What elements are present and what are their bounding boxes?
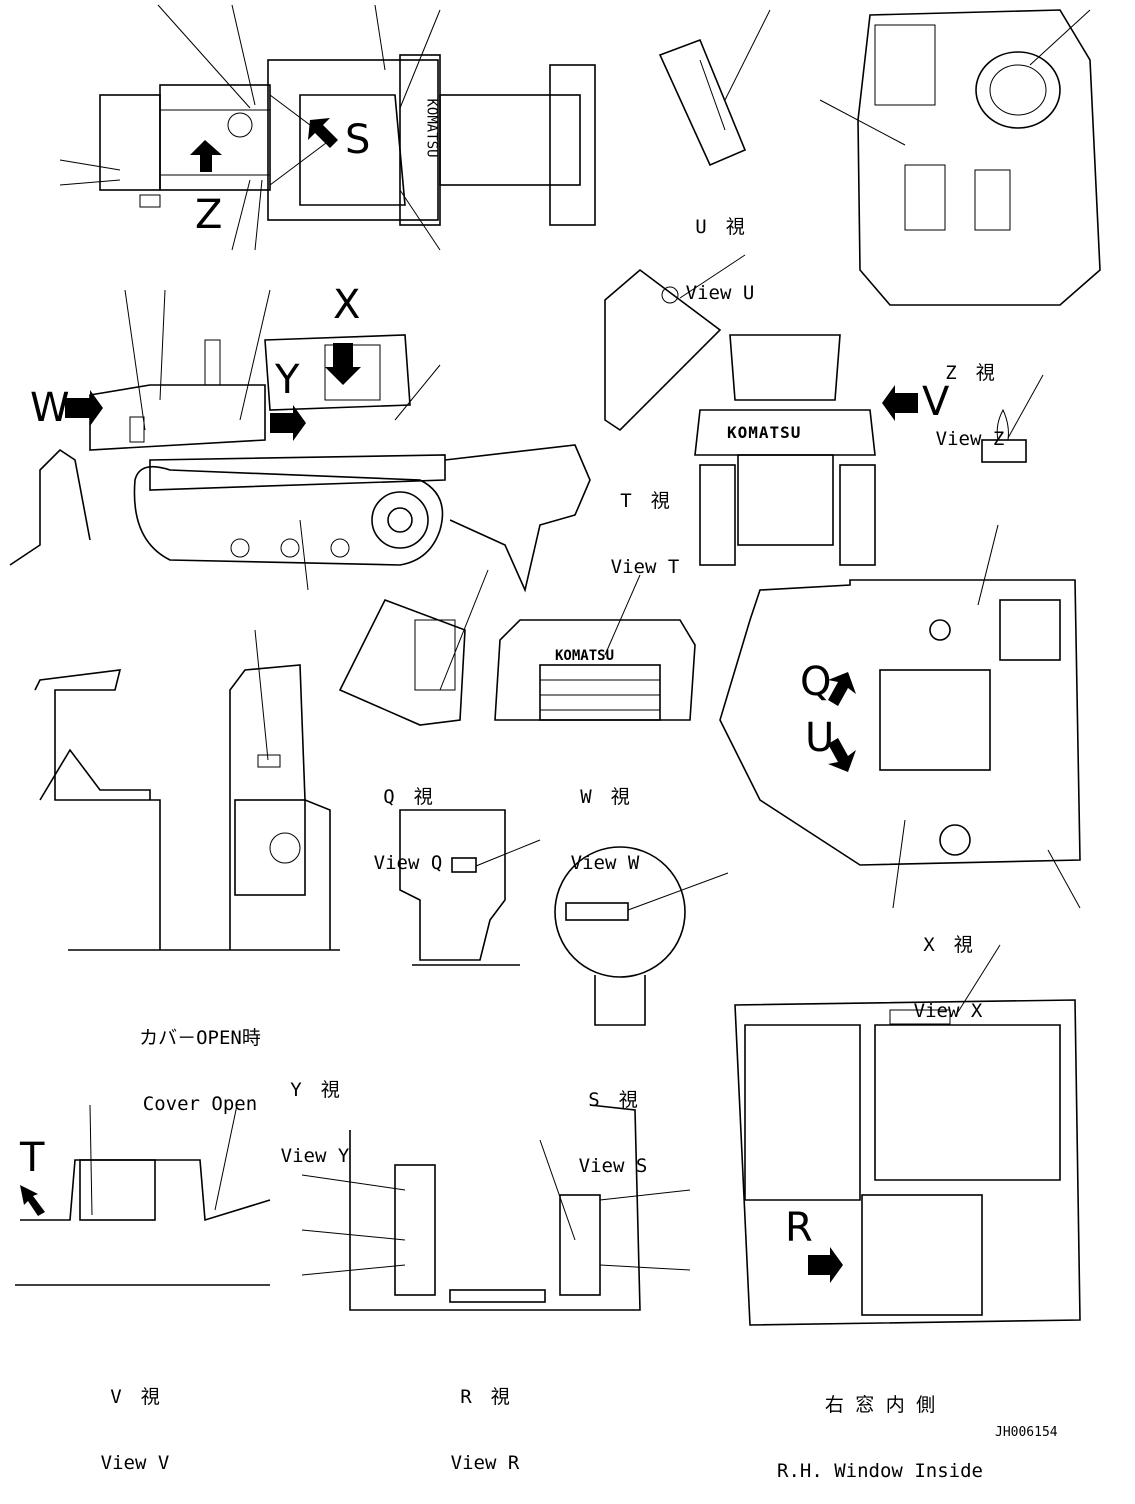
marker-s: S [345,117,371,163]
caption-view-t-jp: T 視 [620,490,670,512]
caption-view-u-jp: U 視 [695,216,745,238]
caption-view-x-en: View X [913,1000,983,1022]
brand-label-grille: KOMATSU [555,648,615,664]
caption-view-s-jp: S 視 [588,1089,638,1111]
marker-z: Z [195,192,223,238]
marker-x: X [333,282,361,328]
caption-view-r-en: View R [450,1452,520,1474]
caption-view-u: U 視 View U [670,172,770,326]
caption-view-w-jp: W 視 [580,786,630,808]
caption-view-x-jp: X 視 [923,934,973,956]
caption-view-y-en: View Y [280,1145,350,1167]
view-w-drawing [494,574,696,721]
view-q-drawing [338,569,489,726]
caption-view-t: T 視 View T [595,446,695,600]
caption-view-t-en: View T [610,556,680,578]
view-y-cover-open-drawing [34,629,340,951]
caption-view-u-en: View U [685,282,755,304]
view-v-drawing [694,334,918,566]
caption-view-q-jp: Q 視 [383,786,433,808]
view-s-drawing [554,846,729,1026]
line-drawing [9,4,1101,1326]
caption-rh-window-inside: 右 窓 内 側 R.H. Window Inside [760,1350,1000,1504]
brand-label-top: KOMATSU [423,98,440,158]
caption-view-y-jp: Y 視 [290,1079,340,1101]
rh-window-inside-drawing [734,944,1081,1326]
view-v-lower-drawing [15,1104,271,1286]
caption-view-w: W 視 View W [555,742,655,896]
caption-view-s: S 視 View S [563,1045,663,1199]
marker-r: R [785,1205,813,1251]
caption-view-r: R 視 View R [435,1342,535,1496]
caption-view-q-en: View Q [373,852,443,874]
marker-u: U [805,715,835,761]
caption-view-q: Q 視 View Q [358,742,458,896]
caption-view-z: Z 視 View Z [920,318,1020,472]
marker-t: T [20,1135,45,1181]
view-u-drawing [658,9,771,167]
brand-label-rear: KOMATSU [727,423,802,442]
view-z-drawing [819,9,1101,306]
parts-diagram-sheet: KOMATSU KOMATSU KOMATSU S Z X Y W V Q U … [9,4,1101,1482]
marker-w: W [30,385,70,431]
marker-v: V [922,379,950,425]
caption-view-r-jp: R 視 [460,1386,510,1408]
drawing-code: JH006154 [995,1425,1058,1440]
caption-cover-open-en: Cover Open [142,1093,258,1115]
view-r-drawing [301,1104,691,1311]
marker-y: Y [275,357,300,403]
caption-cover-open-jp: カバ－OPEN時 [139,1027,261,1049]
label-callout [981,374,1044,463]
caption-view-x: X 視 View X [898,890,998,1044]
caption-view-s-en: View S [578,1155,648,1177]
view-x-drawing [719,524,1081,909]
view-t-drawing [604,254,746,432]
caption-cover-open: カバ－OPEN時 Cover Open [125,983,275,1137]
caption-view-z-jp: Z 視 [945,362,995,384]
caption-view-v: V 視 View V [85,1342,185,1496]
caption-rh-window-inside-en: R.H. Window Inside [777,1460,983,1482]
view-y-tank-drawing [399,809,541,966]
caption-view-v-en: View V [100,1452,170,1474]
side-view-drawing [9,289,591,593]
marker-q: Q [800,659,832,705]
caption-view-z-en: View Z [935,428,1005,450]
caption-view-v-jp: V 視 [110,1386,160,1408]
caption-view-y: Y 視 View Y [265,1035,365,1189]
caption-rh-window-inside-jp: 右 窓 内 側 [824,1394,936,1416]
top-view-drawing [59,4,596,251]
caption-view-w-en: View W [570,852,640,874]
